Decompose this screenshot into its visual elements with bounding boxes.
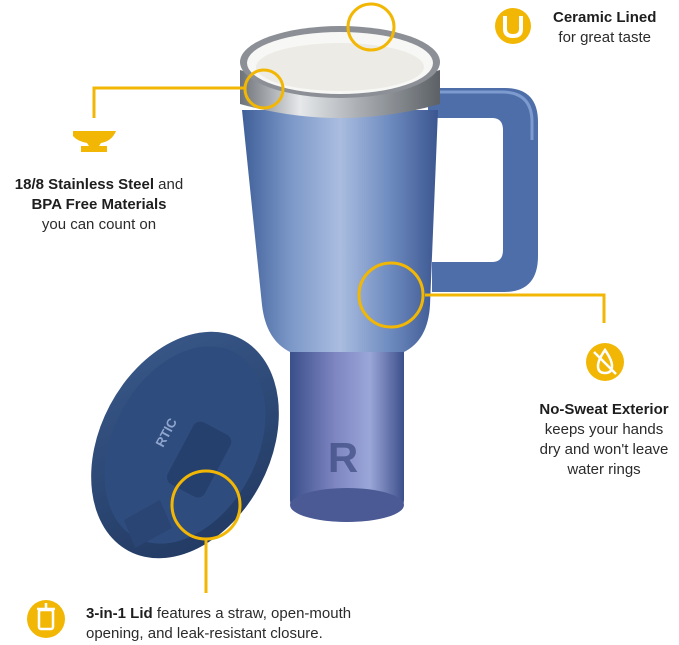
callout-line-steel xyxy=(92,86,246,118)
feature-no-sweat: No-Sweat Exterior keeps your hands dry a… xyxy=(530,400,678,480)
ceramic-u-icon xyxy=(495,8,531,44)
tumbler-rim xyxy=(240,26,440,118)
emblem-letter: R xyxy=(328,434,358,481)
feature-ceramic: Ceramic Lined for great taste xyxy=(553,8,656,48)
feature-lid-desc-1: features a straw, open-mouth xyxy=(152,605,352,622)
feature-ceramic-title: Ceramic Lined xyxy=(553,9,657,26)
no-water-drop-icon xyxy=(586,343,624,381)
feature-steel-title-1: 18/8 Stainless Steel xyxy=(14,176,155,193)
callout-circle-steel xyxy=(243,68,285,110)
feature-no-sweat-desc-2: dry and won't leave xyxy=(539,441,669,458)
callout-lines xyxy=(92,86,606,593)
cup-lid-icon xyxy=(27,600,65,638)
anvil-icon xyxy=(73,131,116,152)
feature-lid-desc-2: opening, and leak-resistant closure. xyxy=(86,625,323,642)
feature-no-sweat-desc-1: keeps your hands xyxy=(544,421,664,438)
feature-steel-desc: you can count on xyxy=(41,216,157,233)
tumbler-lid: RTIC xyxy=(91,331,279,559)
feature-no-sweat-title: No-Sweat Exterior xyxy=(539,401,669,418)
feature-steel-after: and xyxy=(154,176,184,193)
tumbler-body xyxy=(242,110,438,522)
feature-ceramic-desc: for great taste xyxy=(558,29,651,46)
feature-lid: 3-in-1 Lid features a straw, open-mouth … xyxy=(86,604,351,644)
callout-circles xyxy=(170,2,425,541)
feature-no-sweat-desc-3: water rings xyxy=(567,461,641,478)
callout-circle-ceramic xyxy=(346,2,396,52)
callout-circle-lid xyxy=(170,469,242,541)
feature-lid-title: 3-in-1 Lid xyxy=(86,605,153,622)
tumbler-handle xyxy=(428,88,538,292)
callout-circle-sweat xyxy=(357,261,425,329)
feature-steel: 18/8 Stainless Steel and BPA Free Materi… xyxy=(4,175,194,235)
feature-steel-title-2: BPA Free Materials xyxy=(31,196,167,213)
callout-line-sweat xyxy=(425,293,606,323)
